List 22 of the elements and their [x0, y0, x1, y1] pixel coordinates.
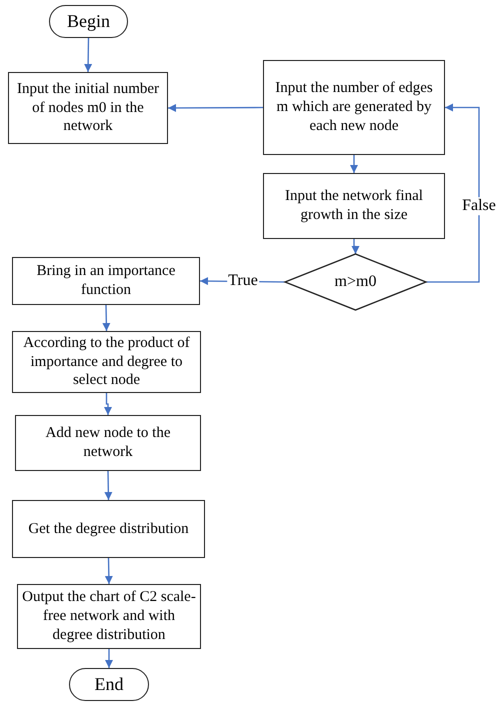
- edge-label: False: [461, 197, 497, 215]
- arrow: [84, 38, 92, 72]
- terminal-pill: End: [69, 668, 149, 701]
- process-box: Bring in an importance function: [12, 257, 200, 305]
- arrow: [104, 470, 112, 500]
- arrow: [168, 104, 263, 112]
- terminal-pill: Begin: [49, 5, 128, 38]
- arrow: [350, 155, 358, 173]
- process-box: Output the chart of C2 scale-free network and with degree distribution: [17, 584, 201, 649]
- arrow: [104, 393, 112, 415]
- arrow: [105, 649, 113, 668]
- process-box: According to the product of importance and degree to select node: [12, 331, 201, 393]
- process-box: Input the number of edges m which are generated by each new node: [263, 60, 445, 155]
- process-box: Input the initial number of nodes m0 in the network: [8, 72, 168, 144]
- arrow: [352, 239, 360, 254]
- arrow: [104, 558, 113, 584]
- decision-diamond: m>m0: [285, 254, 426, 310]
- process-box: Add new node to the network: [15, 415, 201, 471]
- arrow: [426, 104, 480, 283]
- process-box: Get the degree distribution: [12, 500, 205, 558]
- process-box: Input the network final growth in the size: [263, 173, 445, 239]
- arrow: [102, 304, 110, 332]
